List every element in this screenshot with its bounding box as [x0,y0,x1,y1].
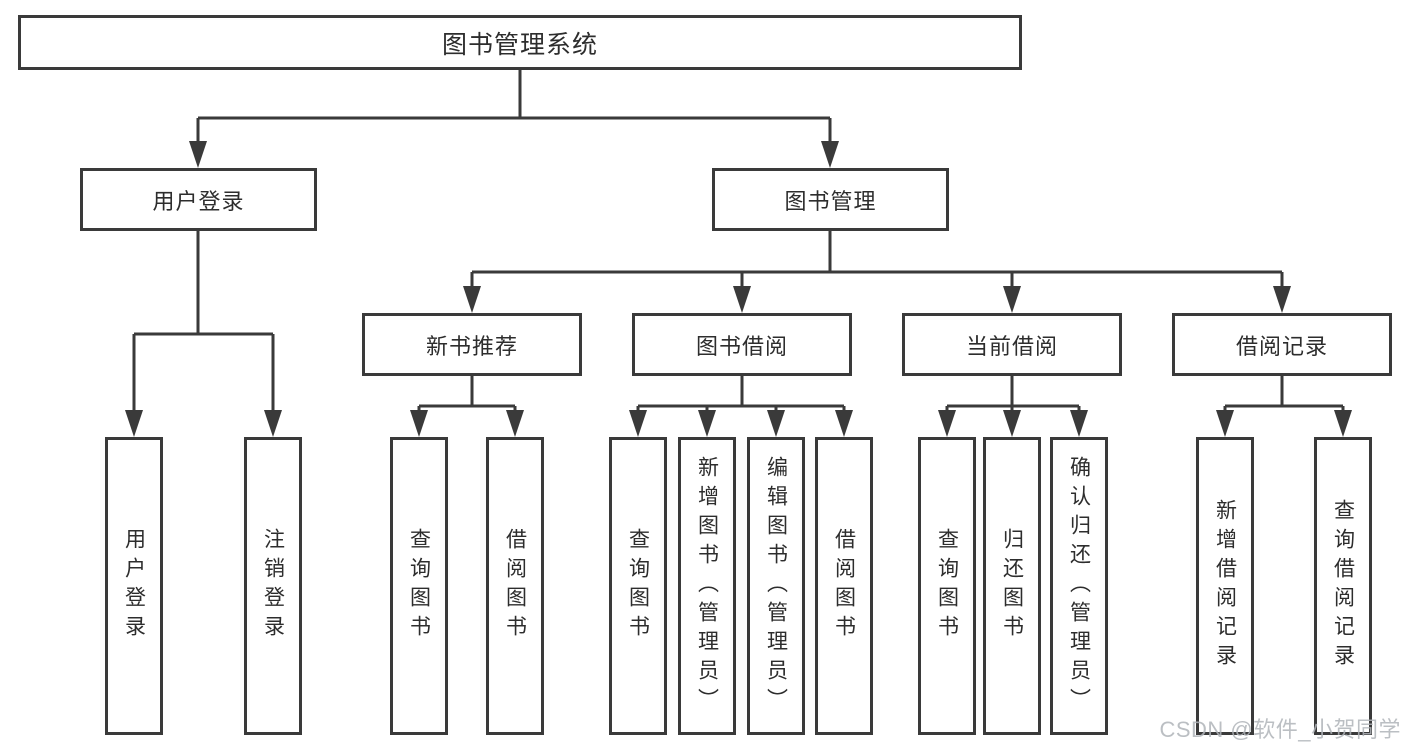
watermark: CSDN @软件_小贺同学 [1159,717,1401,742]
node-new-book-recommend: 新书推荐 [362,313,582,376]
node-label: 查询借阅记录 [1331,499,1355,673]
node-library-management-system: 图书管理系统 [18,15,1022,70]
leaf-query-borrow-record: 查询借阅记录 [1314,437,1372,735]
node-label: 图书管理系统 [441,30,598,59]
node-book-management: 图书管理 [712,168,949,231]
node-label: 借阅记录 [1235,333,1328,359]
node-label: 新书推荐 [425,333,518,359]
node-label: 用户登录 [152,188,245,214]
leaf-return-book: 归还图书 [983,437,1041,735]
node-borrowing-records: 借阅记录 [1172,313,1392,376]
node-label: 借阅图书 [503,528,527,644]
node-label: 注销登录 [261,528,285,644]
leaf-add-book-admin: 新增图书（管理员） [678,437,736,735]
node-label: 图书借阅 [695,333,788,359]
node-label: 新增借阅记录 [1213,499,1237,673]
leaf-confirm-return-admin: 确认归还（管理员） [1050,437,1108,735]
leaf-borrow-books-recommend: 借阅图书 [486,437,544,735]
node-label: 查询图书 [626,528,650,644]
node-label: 当前借阅 [965,333,1058,359]
node-label: 图书管理 [784,188,877,214]
leaf-query-books-recommend: 查询图书 [390,437,448,735]
node-label: 新增图书（管理员） [695,455,719,717]
leaf-user-login: 用户登录 [105,437,163,735]
leaf-logout: 注销登录 [244,437,302,735]
node-label: 归还图书 [1000,528,1024,644]
leaf-edit-book-admin: 编辑图书（管理员） [747,437,805,735]
node-label: 编辑图书（管理员） [764,455,788,717]
node-label: 查询图书 [935,528,959,644]
node-label: 用户登录 [122,528,146,644]
node-user-login: 用户登录 [80,168,317,231]
node-label: 查询图书 [407,528,431,644]
leaf-borrow-books-borrowing: 借阅图书 [815,437,873,735]
leaf-add-borrow-record: 新增借阅记录 [1196,437,1254,735]
leaf-query-books-current: 查询图书 [918,437,976,735]
node-current-borrowing: 当前借阅 [902,313,1122,376]
node-book-borrowing: 图书借阅 [632,313,852,376]
node-label: 确认归还（管理员） [1067,455,1091,717]
leaf-query-books-borrowing: 查询图书 [609,437,667,735]
node-label: 借阅图书 [832,528,856,644]
